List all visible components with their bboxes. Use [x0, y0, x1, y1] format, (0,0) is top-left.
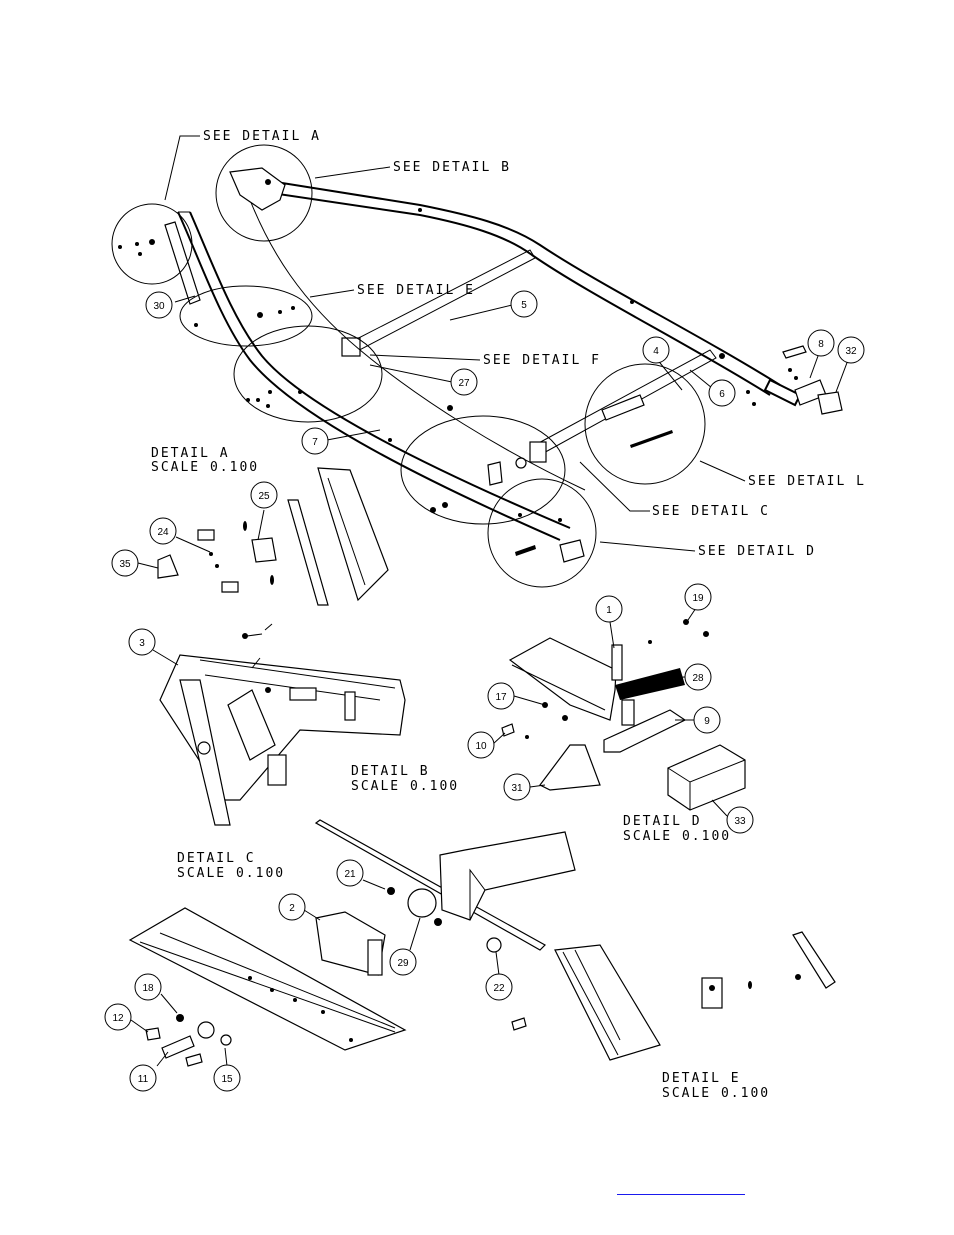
svg-text:18: 18 [142, 983, 154, 994]
svg-text:28: 28 [692, 673, 704, 684]
balloon-28: 28 [684, 663, 712, 691]
balloon-4: 4 [642, 336, 670, 364]
balloon-24: 24 [149, 517, 177, 545]
leader-lines [164, 135, 849, 552]
svg-text:27: 27 [458, 378, 470, 389]
balloon-5: 5 [510, 290, 538, 318]
balloon-27: 27 [450, 368, 478, 396]
svg-text:32: 32 [845, 346, 857, 357]
see-detail-labels: SEE DETAIL A SEE DETAIL B SEE DETAIL E S… [203, 129, 866, 559]
detail-b-scale: SCALE 0.100 [351, 779, 459, 794]
detail-d: DETAIL D SCALE 0.100 [501, 619, 746, 844]
svg-text:3: 3 [139, 638, 145, 649]
svg-text:35: 35 [119, 559, 131, 570]
balloon-18: 18 [134, 973, 162, 1001]
svg-text:5: 5 [521, 300, 527, 311]
balloon-25: 25 [250, 481, 278, 509]
balloon-31: 31 [503, 773, 531, 801]
detail-a-title: DETAIL A [151, 446, 230, 461]
svg-text:15: 15 [221, 1074, 233, 1085]
detail-b: DETAIL B SCALE 0.100 [159, 623, 459, 826]
svg-text:19: 19 [692, 593, 704, 604]
see-detail-c-label: SEE DETAIL C [652, 504, 770, 519]
balloon-21: 21 [336, 859, 364, 887]
balloon-19: 19 [684, 583, 712, 611]
balloon-7: 7 [301, 427, 329, 455]
detail-a: DETAIL A SCALE 0.100 [151, 446, 389, 606]
detail-e-scale: SCALE 0.100 [662, 1086, 770, 1101]
balloon-leaders [130, 509, 728, 1067]
svg-text:8: 8 [818, 339, 824, 350]
svg-text:4: 4 [653, 346, 659, 357]
see-detail-d-label: SEE DETAIL D [698, 544, 816, 559]
balloon-1: 1 [595, 595, 623, 623]
footer-link[interactable] [617, 1180, 745, 1195]
svg-text:7: 7 [312, 437, 318, 448]
svg-text:29: 29 [397, 958, 409, 969]
svg-text:33: 33 [734, 816, 746, 827]
balloon-6: 6 [708, 379, 736, 407]
balloon-11: 11 [129, 1064, 157, 1092]
detail-c: DETAIL C SCALE 0.100 [128, 819, 576, 1067]
svg-text:12: 12 [112, 1013, 124, 1024]
detail-d-scale: SCALE 0.100 [623, 829, 731, 844]
balloon-8: 8 [807, 329, 835, 357]
svg-text:6: 6 [719, 389, 725, 400]
svg-text:21: 21 [344, 869, 356, 880]
see-detail-l-label: SEE DETAIL L [748, 474, 866, 489]
balloon-17: 17 [487, 682, 515, 710]
balloon-30: 30 [145, 291, 173, 319]
svg-text:31: 31 [511, 783, 523, 794]
balloon-32: 32 [837, 336, 865, 364]
svg-text:17: 17 [495, 692, 507, 703]
detail-d-title: DETAIL D [623, 814, 702, 829]
see-detail-b-label: SEE DETAIL B [393, 160, 511, 175]
svg-text:30: 30 [153, 301, 165, 312]
see-detail-a-label: SEE DETAIL A [203, 129, 321, 144]
svg-text:24: 24 [157, 527, 169, 538]
detail-b-title: DETAIL B [351, 764, 430, 779]
see-detail-e-label: SEE DETAIL E [357, 283, 475, 298]
part-balloons: 30 5 27 7 4 6 8 32 25 24 35 3 1 19 28 17… [104, 290, 865, 1092]
svg-text:9: 9 [704, 716, 710, 727]
balloon-35: 35 [111, 549, 139, 577]
detail-zones [111, 144, 706, 588]
svg-text:2: 2 [289, 903, 295, 914]
main-frame [164, 167, 843, 541]
balloon-2: 2 [278, 893, 306, 921]
balloon-33: 33 [726, 806, 754, 834]
balloon-9: 9 [693, 706, 721, 734]
svg-text:25: 25 [258, 491, 270, 502]
see-detail-f-label: SEE DETAIL F [483, 353, 601, 368]
balloon-15: 15 [213, 1064, 241, 1092]
svg-text:11: 11 [138, 1074, 149, 1085]
svg-text:22: 22 [493, 983, 505, 994]
detail-a-scale: SCALE 0.100 [151, 460, 259, 475]
svg-text:10: 10 [475, 741, 487, 752]
balloon-22: 22 [485, 973, 513, 1001]
balloon-3: 3 [128, 628, 156, 656]
balloon-12: 12 [104, 1003, 132, 1031]
balloon-10: 10 [467, 731, 495, 759]
detail-c-title: DETAIL C [177, 851, 256, 866]
svg-text:1: 1 [606, 605, 612, 616]
detail-e-title: DETAIL E [662, 1071, 741, 1086]
detail-e: DETAIL E SCALE 0.100 [554, 931, 836, 1101]
detail-c-scale: SCALE 0.100 [177, 866, 285, 881]
balloon-29: 29 [389, 948, 417, 976]
